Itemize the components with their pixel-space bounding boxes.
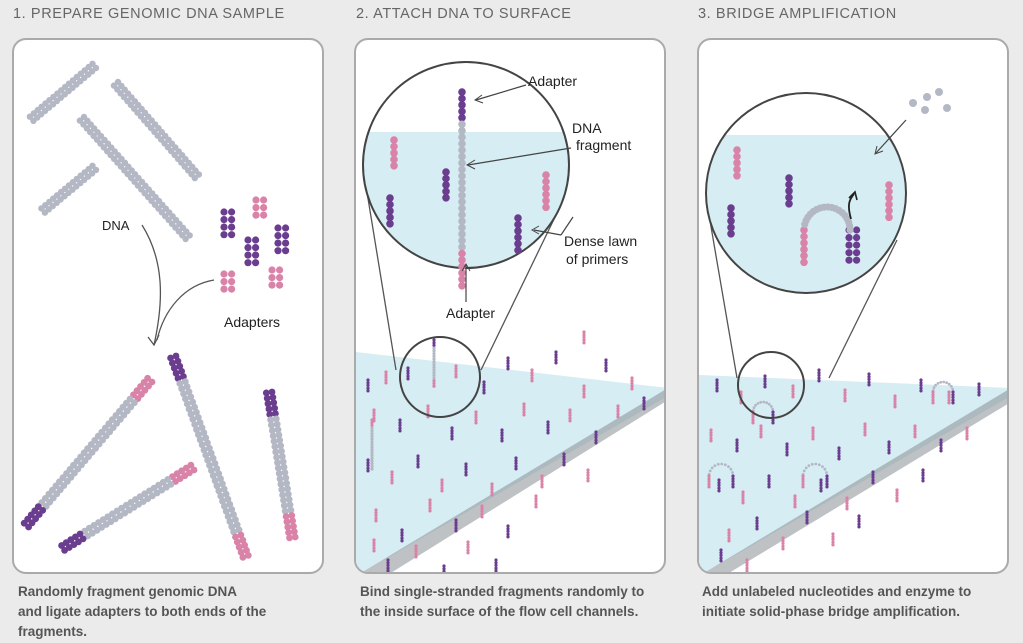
- extension-arrow: [847, 193, 855, 220]
- flow-cell-surface: [356, 352, 664, 572]
- dna-label: DNA: [102, 218, 130, 233]
- step-1-title: 1. PREPARE GENOMIC DNA SAMPLE: [13, 6, 285, 22]
- adapters-label: Adapters: [224, 314, 280, 330]
- dna-fragment-label-1: DNA: [572, 120, 602, 136]
- adapter-bottom-label: Adapter: [446, 305, 495, 321]
- step-2-caption: Bind single-stranded fragments randomly …: [360, 584, 645, 619]
- zoom-circle: [705, 92, 907, 294]
- step-2-illustration: Adapter DNA fragment Dense lawn of prime…: [356, 61, 664, 572]
- lawn-label-2: of primers: [566, 251, 628, 267]
- dna-fragment-label-2: fragment: [576, 137, 631, 153]
- step-3-panel: [697, 38, 1009, 574]
- step-2-title: 2. ATTACH DNA TO SURFACE: [356, 6, 572, 22]
- small-zoom-circle: [737, 351, 805, 419]
- step-1-panel: DNA Adapters: [12, 38, 324, 574]
- small-zoom-circle: [399, 336, 481, 418]
- lawn-label-1: Dense lawn: [564, 233, 637, 249]
- step-3-title: 3. BRIDGE AMPLIFICATION: [698, 6, 897, 22]
- step-1-caption: Randomly fragment genomic DNA and ligate…: [18, 584, 267, 639]
- step-3-caption: Add unlabeled nucleotides and enzyme to …: [702, 584, 972, 619]
- adapters-arrow: [156, 279, 215, 341]
- adapter-top-label: Adapter: [528, 73, 577, 89]
- dna-arrow: [141, 224, 162, 346]
- step-3-illustration: [699, 88, 1007, 572]
- flow-cell-surface: [699, 375, 1007, 572]
- step-1-illustration: DNA Adapters: [20, 60, 299, 561]
- step-2-panel: Adapter DNA fragment Dense lawn of prime…: [354, 38, 666, 574]
